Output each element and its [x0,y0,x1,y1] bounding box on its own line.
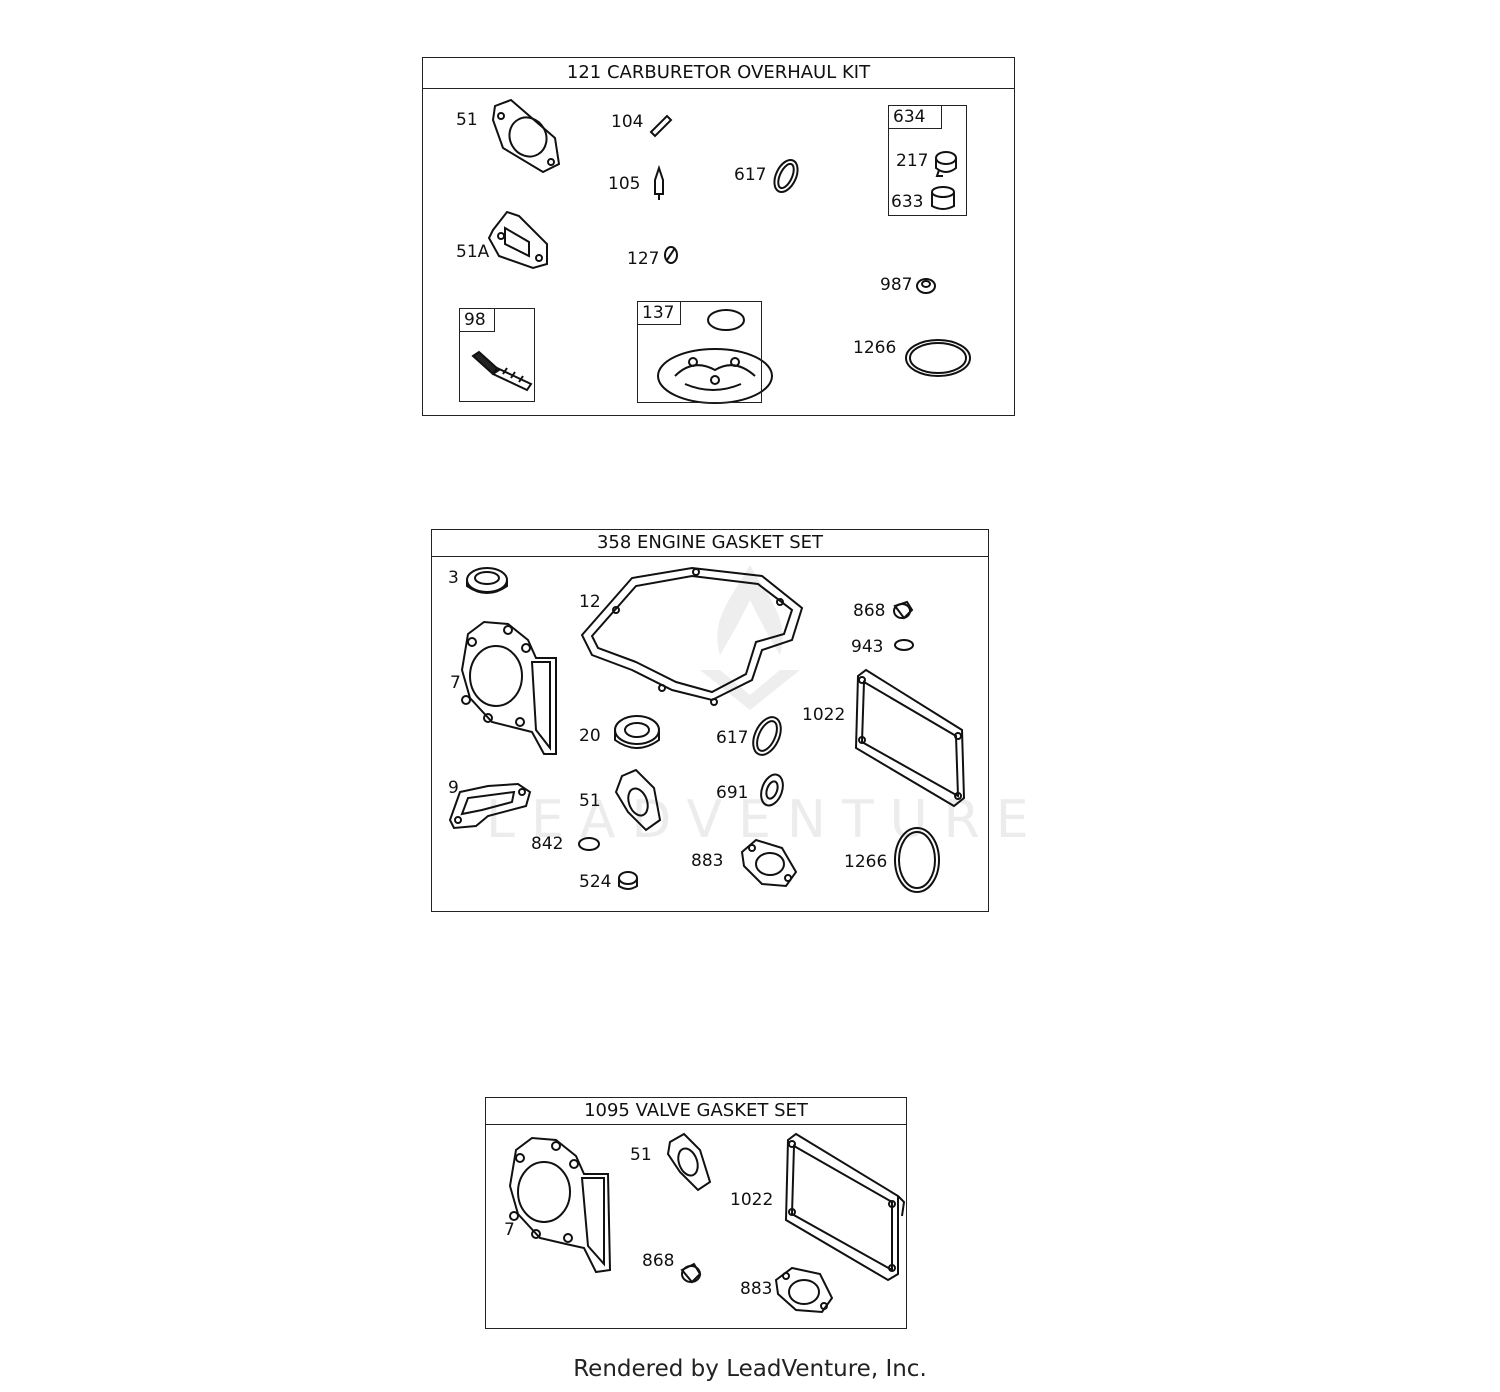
part-98-screw-icon [471,350,533,392]
part-105-needle-icon [654,164,664,200]
label-104: 104 [611,112,644,132]
label-3: 3 [448,568,459,588]
part-7-head-gasket-icon [460,620,557,755]
label-51a: 51A [456,242,490,262]
part-633-bushing-icon [931,186,955,210]
part-524-plug-icon [618,871,638,890]
label-127: 127 [627,249,660,269]
label-691: 691 [716,783,749,803]
label-12: 12 [579,592,601,612]
kit-carburetor-overhaul: 121 CARBURETOR OVERHAUL KIT [422,57,1015,416]
label-51: 51 [456,110,478,130]
label-617: 617 [716,728,749,748]
engine-gasket-parts [448,566,966,893]
part-1022-cover-gasket-icon [784,1132,906,1282]
kit-title: 1095 VALVE GASKET SET [486,1098,906,1125]
label-617: 617 [734,165,767,185]
label-51: 51 [579,791,601,811]
label-217: 217 [896,151,929,171]
kit-title: 358 ENGINE GASKET SET [432,530,988,557]
label-524: 524 [579,872,612,892]
subkit-634: 634 217 633 [888,105,967,216]
label-1266: 1266 [853,338,897,358]
part-691-seal-icon [760,773,784,807]
part-617-oring-icon [773,159,799,193]
kit-title: 121 CARBURETOR OVERHAUL KIT [423,58,1014,89]
part-12-crankcase-gasket-icon [580,566,804,706]
valve-gasket-parts [508,1132,906,1314]
part-51a-gasket-icon [487,210,548,270]
part-1266-oring-icon [894,827,940,893]
part-883-gasket-icon [740,838,798,888]
subkit-137-tab: 137 [638,302,681,325]
label-7: 7 [504,1220,515,1240]
kit-engine-gasket-set: 358 ENGINE GASKET SET [431,529,989,912]
subkit-137: 137 [637,301,762,403]
part-51-gasket-icon [614,768,662,832]
label-883: 883 [740,1279,773,1299]
label-51: 51 [630,1145,652,1165]
label-1022: 1022 [802,705,846,725]
part-987-ring-icon [916,278,936,294]
label-20: 20 [579,726,601,746]
subkit-634-tab: 634 [889,106,942,129]
label-943: 943 [851,637,884,657]
carburetor-kit-parts [471,98,971,404]
subkit-98-tab: 98 [460,309,495,332]
part-20-seal-icon [614,715,660,749]
part-9-gasket-icon [448,782,532,830]
part-1022-cover-gasket-icon [854,668,966,808]
part-868-plug-icon [680,1262,702,1284]
label-7: 7 [450,673,461,693]
part-51-gasket-icon [666,1132,712,1192]
part-104-pin-icon [649,114,673,138]
kit-valve-gasket-set: 1095 VALVE GASKET SET [485,1097,907,1329]
label-1022: 1022 [730,1190,774,1210]
part-217-clip-icon [935,151,957,177]
part-137-gasket-icon [657,309,773,404]
label-105: 105 [608,174,641,194]
part-868-plug-icon [893,600,914,620]
part-883-gasket-icon [774,1266,834,1314]
part-617-oring-icon [752,716,782,756]
part-127-seal-icon [664,246,678,264]
part-1266-oring-icon [905,339,971,377]
label-883: 883 [691,851,724,871]
label-868: 868 [853,601,886,621]
part-7-head-gasket-icon [508,1136,612,1274]
label-842: 842 [531,834,564,854]
label-987: 987 [880,275,913,295]
part-943-ring-icon [894,639,914,651]
label-633: 633 [891,192,924,212]
part-51-gasket-icon [491,98,561,174]
subkit-98: 98 [459,308,535,402]
part-3-seal-icon [466,567,508,594]
label-9: 9 [448,778,459,798]
label-868: 868 [642,1251,675,1271]
part-842-ring-icon [578,837,600,851]
label-1266: 1266 [844,852,888,872]
footer-credit: Rendered by LeadVenture, Inc. [573,1356,927,1382]
